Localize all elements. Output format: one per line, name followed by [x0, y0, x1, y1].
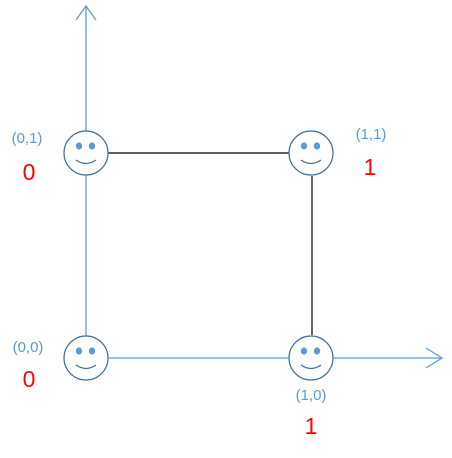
smiley-face-icon: [63, 335, 109, 381]
node-output-value: 1: [305, 413, 318, 439]
node-0-1: (0,1) 0: [12, 130, 109, 185]
node-coordinate-label: (0,0): [13, 339, 44, 356]
node-1-1: (1,1) 1: [288, 126, 387, 180]
node-coordinate-label: (1,1): [356, 126, 387, 143]
axes: [75, 4, 444, 369]
node-output-value: 0: [23, 366, 36, 392]
node-output-value: 0: [23, 159, 36, 185]
smiley-face-icon: [63, 130, 109, 176]
node-1-0: (1,0) 1: [288, 335, 334, 439]
square-edges: [108, 152, 313, 335]
smiley-face-icon: [288, 335, 334, 381]
node-output-value: 1: [364, 154, 377, 180]
x-axis-arrowhead-icon: [425, 347, 444, 369]
smiley-face-icon: [288, 130, 334, 176]
node-coordinate-label: (1,0): [296, 387, 327, 404]
node-0-0: (0,0) 0: [13, 335, 109, 392]
y-axis-arrowhead-icon: [75, 4, 97, 21]
node-coordinate-label: (0,1): [12, 130, 43, 147]
